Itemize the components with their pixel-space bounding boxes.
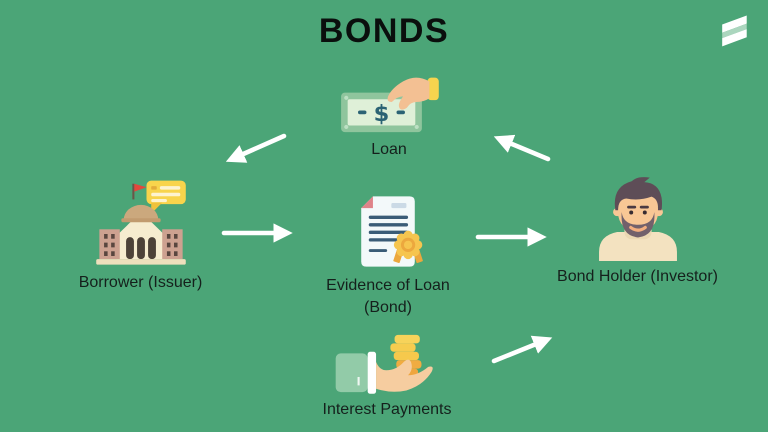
node-borrower: Borrower (Issuer): [38, 179, 243, 294]
evidence-label-line1: Evidence of Loan: [326, 277, 450, 294]
cash-in-hand-icon: $: [341, 77, 439, 133]
bank-building-icon: [95, 180, 186, 265]
arrow-loan-to-borrower: [225, 133, 287, 163]
node-loan: $ Loan: [309, 72, 469, 161]
node-interest: Interest Payments: [301, 328, 473, 421]
evidence-label-line2: (Bond): [363, 298, 413, 316]
borrower-label: Borrower (Issuer): [78, 274, 203, 291]
node-holder: Bond Holder (Investor): [530, 174, 745, 288]
coins-in-hand-icon: [335, 334, 433, 394]
node-evidence: Evidence of Loan (Bond): [298, 193, 478, 318]
bond-certificate-icon: [361, 196, 423, 267]
loan-label: Loan: [371, 141, 407, 158]
arrow-interest-to-holder: [491, 335, 553, 364]
interest-label: Interest Payments: [322, 401, 452, 418]
evidence-label: Evidence of Loan (Bond): [326, 275, 450, 318]
page-title: BONDS: [318, 12, 450, 50]
brand-logo-icon: [722, 15, 747, 47]
holder-label: Bond Holder (Investor): [557, 268, 718, 285]
investor-avatar-icon: [598, 177, 677, 261]
arrow-holder-to-loan: [493, 134, 551, 162]
svg-text:$: $: [374, 101, 390, 127]
